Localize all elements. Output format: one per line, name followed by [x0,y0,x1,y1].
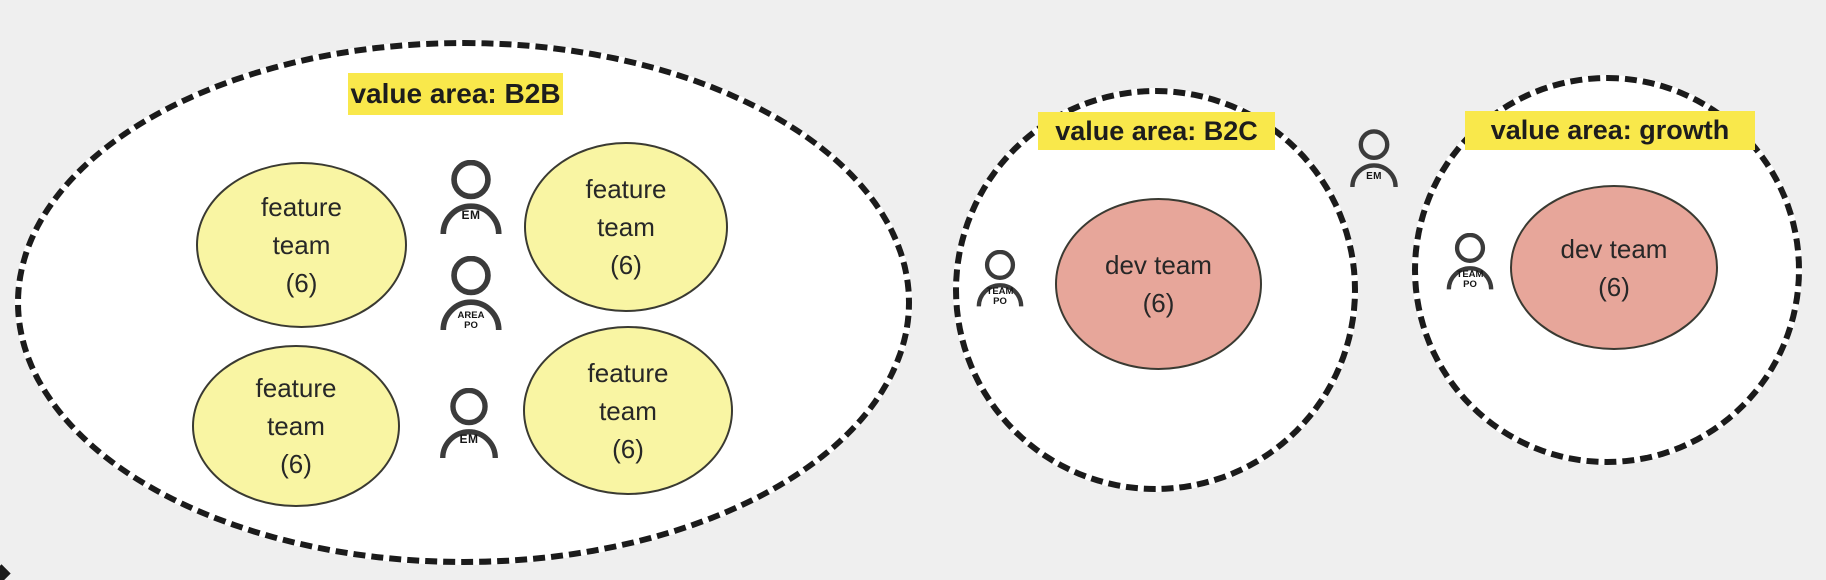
person-em-b2b-top[interactable]: EM [438,160,504,236]
person-role-label: EM [1366,171,1382,182]
person-role-label: TEAM PO [1456,269,1484,290]
feature-team-3[interactable]: feature team (6) [192,345,400,507]
person-team-po-b2c[interactable]: TEAM PO [974,250,1026,308]
person-role-label: TEAM PO [986,286,1014,307]
person-em-b2b-bottom[interactable]: EM [436,388,502,460]
cutoff-shape-fragment [0,564,11,580]
person-role-label: EM [461,208,481,222]
person-team-po-growth[interactable]: TEAM PO [1444,233,1496,291]
value-area-b2b-title[interactable]: value area: B2B [348,73,563,115]
person-em-shared[interactable]: EM [1350,128,1398,190]
dev-team-b2c[interactable]: dev team (6) [1055,198,1262,370]
person-icon [1350,129,1398,188]
feature-team-1[interactable]: feature team (6) [196,162,407,328]
dev-team-growth[interactable]: dev team (6) [1510,185,1718,350]
feature-team-2[interactable]: feature team (6) [524,142,728,312]
person-icon [440,160,502,235]
value-area-b2c-title[interactable]: value area: B2C [1038,112,1275,150]
person-role-label: EM [459,432,479,446]
value-area-growth-title[interactable]: value area: growth [1465,111,1755,150]
person-icon [440,388,498,459]
feature-team-4[interactable]: feature team (6) [523,326,733,495]
person-area-po-b2b[interactable]: AREA PO [438,256,504,332]
person-icon [1446,233,1494,290]
person-icon [440,256,502,331]
person-role-label: AREA PO [457,310,485,331]
person-icon [976,250,1024,307]
